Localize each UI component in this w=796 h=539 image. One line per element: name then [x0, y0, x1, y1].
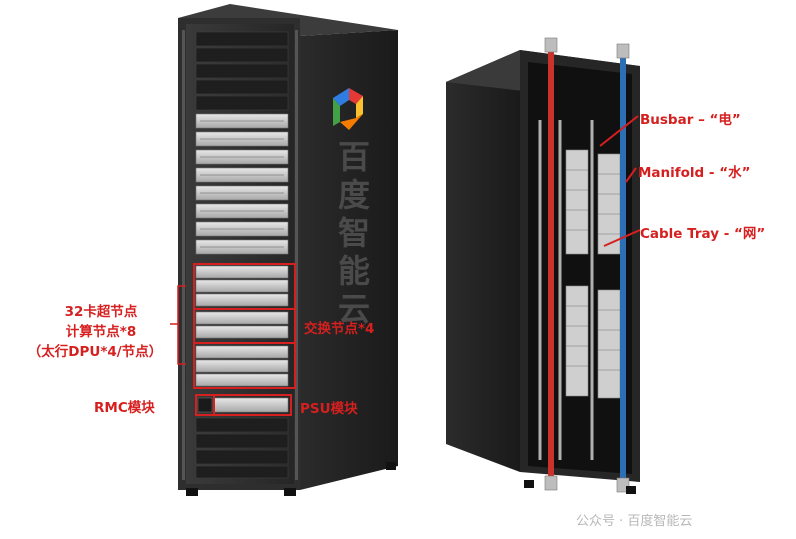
side-logo-text: 百度智能云 — [333, 140, 371, 330]
rmc-label: RMC模块 — [94, 400, 155, 416]
manifold-label: Manifold - “水” — [638, 165, 751, 181]
supernode-label-line1: 32卡超节点 — [64, 304, 138, 320]
annotation-boxes — [193, 263, 296, 416]
busbar-label: Busbar – “电” — [640, 112, 741, 128]
rear-pointer-lines — [599, 115, 641, 247]
cable-tray-label: Cable Tray - “网” — [640, 226, 766, 242]
psu-label: PSU模块 — [300, 401, 358, 417]
switch-label: 交换节点*4 — [304, 321, 375, 337]
supernode-label-line3: （太行DPU*4/节点） — [27, 344, 163, 360]
supernode-label-line2: 计算节点*8 — [65, 324, 137, 340]
compute-box-bottom — [193, 342, 296, 389]
watermark: 公众号 · 百度智能云 — [576, 514, 693, 529]
front-rack — [178, 4, 398, 496]
supernode-bracket — [170, 285, 186, 365]
psu-box — [213, 394, 292, 416]
rear-rack — [446, 37, 640, 494]
baidu-cloud-logo-icon — [333, 88, 363, 130]
